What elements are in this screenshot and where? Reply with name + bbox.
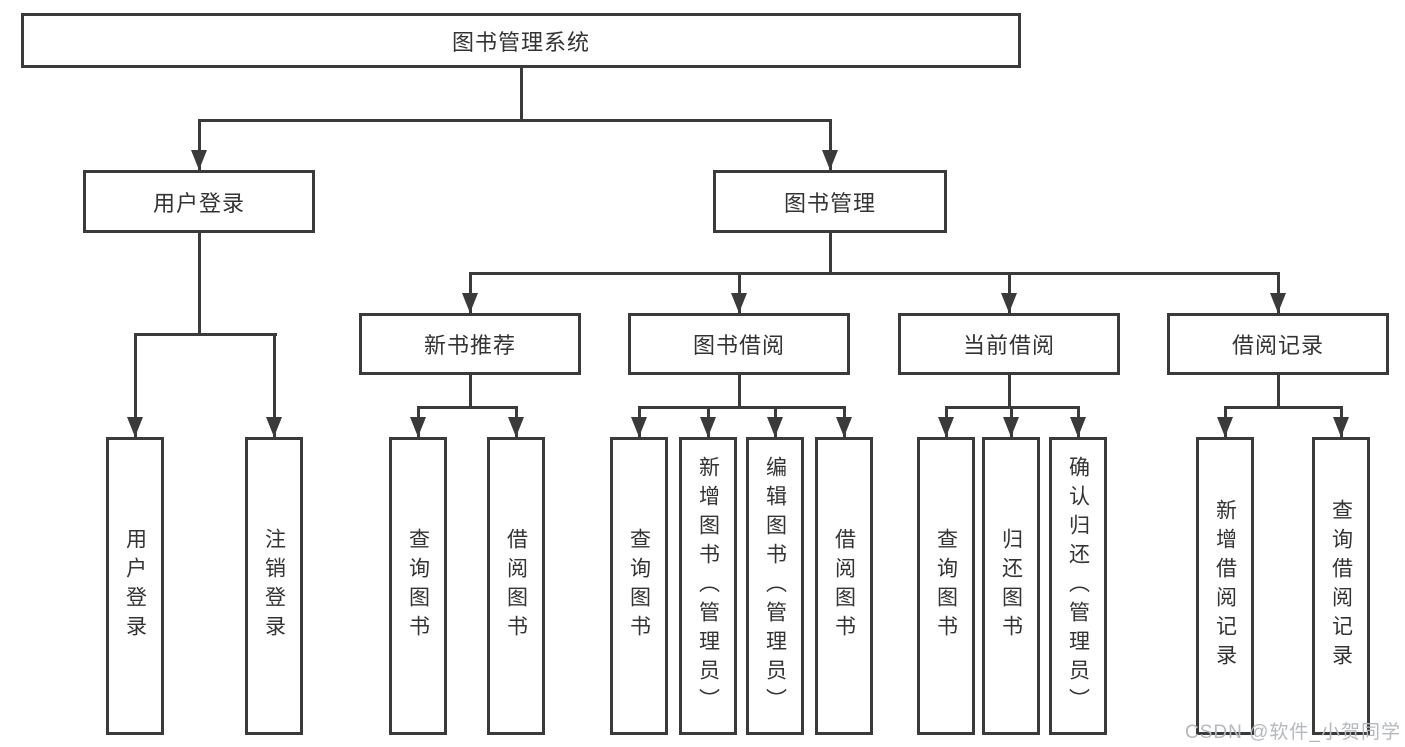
node-label: 图书借阅 (692, 333, 785, 358)
leaf-edit-books-admin: 编辑图书（管理员） (746, 437, 804, 735)
arrow-down-icon (822, 150, 838, 170)
arrow-down-icon (700, 417, 716, 437)
node-label: 查询图书 (406, 528, 430, 644)
leaf-query-books-recommend: 查询图书 (389, 437, 447, 735)
arrow-down-icon (1070, 417, 1086, 437)
arrow-down-icon (410, 417, 426, 437)
arrow-down-icon (1003, 417, 1019, 437)
connector-line (134, 334, 137, 437)
leaf-return-books: 归还图书 (982, 437, 1040, 735)
node-label: 用户登录 (123, 528, 147, 644)
node-label: 借阅图书 (832, 528, 856, 644)
node-label: 确认归还（管理员） (1066, 455, 1090, 717)
arrow-down-icon (462, 293, 478, 313)
arrow-down-icon (631, 417, 647, 437)
leaf-add-books-admin: 新增图书（管理员） (679, 437, 737, 735)
connector-line (273, 334, 276, 437)
node-label: 查询图书 (627, 528, 651, 644)
leaf-borrow-books: 借阅图书 (815, 437, 873, 735)
connector-line (469, 272, 1280, 275)
node-label: 借阅记录 (1231, 333, 1324, 358)
connector-line (1277, 375, 1280, 408)
connector-line (1008, 375, 1011, 408)
leaf-confirm-return-admin: 确认归还（管理员） (1049, 437, 1107, 735)
arrow-down-icon (767, 417, 783, 437)
leaf-query-books-borrowing: 查询图书 (610, 437, 668, 735)
node-label: 归还图书 (999, 528, 1023, 644)
node-borrowing-records: 借阅记录 (1167, 313, 1389, 375)
node-label: 当前借阅 (962, 333, 1055, 358)
node-book-borrowing: 图书借阅 (628, 313, 850, 375)
connector-line (469, 375, 472, 408)
node-new-book-recommendation: 新书推荐 (359, 313, 581, 375)
connector-line (829, 233, 832, 274)
arrow-down-icon (127, 417, 143, 437)
leaf-query-books-current: 查询图书 (917, 437, 975, 735)
connector-line (417, 406, 518, 409)
node-book-management: 图书管理 (713, 170, 947, 233)
arrow-down-icon (1001, 293, 1017, 313)
leaf-query-borrow-record: 查询借阅记录 (1312, 437, 1370, 735)
node-label: 借阅图书 (504, 528, 528, 644)
connector-line (198, 120, 201, 170)
arrow-down-icon (938, 417, 954, 437)
arrow-down-icon (191, 150, 207, 170)
connector-line (638, 406, 846, 409)
arrow-down-icon (1217, 417, 1233, 437)
connector-line (1224, 406, 1343, 409)
node-label: 查询借阅记录 (1329, 499, 1353, 673)
node-label: 查询图书 (934, 528, 958, 644)
connector-line (198, 119, 832, 122)
node-label: 新增借阅记录 (1213, 499, 1237, 673)
connector-line (134, 333, 277, 336)
leaf-user-login: 用户登录 (106, 437, 164, 735)
arrow-down-icon (266, 417, 282, 437)
leaf-add-borrow-record: 新增借阅记录 (1196, 437, 1254, 735)
node-root-library-system: 图书管理系统 (21, 13, 1021, 68)
node-label: 注销登录 (262, 528, 286, 644)
arrow-down-icon (1270, 293, 1286, 313)
connector-line (198, 233, 201, 335)
leaf-borrow-books-recommend: 借阅图书 (487, 437, 545, 735)
node-label: 用户登录 (152, 190, 245, 216)
connector-line (520, 68, 523, 121)
arrow-down-icon (731, 293, 747, 313)
node-label: 图书管理系统 (451, 29, 590, 55)
arrow-down-icon (836, 417, 852, 437)
arrow-down-icon (1333, 417, 1349, 437)
csdn-watermark: CSDN @软件_小贺同学 (1185, 722, 1401, 743)
node-current-borrowing: 当前借阅 (898, 313, 1120, 375)
leaf-logout: 注销登录 (245, 437, 303, 735)
node-label: 新增图书（管理员） (696, 455, 720, 717)
connector-line (829, 120, 832, 170)
connector-line (738, 375, 741, 408)
node-label: 编辑图书（管理员） (763, 455, 787, 717)
node-user-login: 用户登录 (83, 170, 315, 233)
node-label: 新书推荐 (423, 333, 516, 358)
arrow-down-icon (508, 417, 524, 437)
node-label: 图书管理 (783, 190, 876, 216)
